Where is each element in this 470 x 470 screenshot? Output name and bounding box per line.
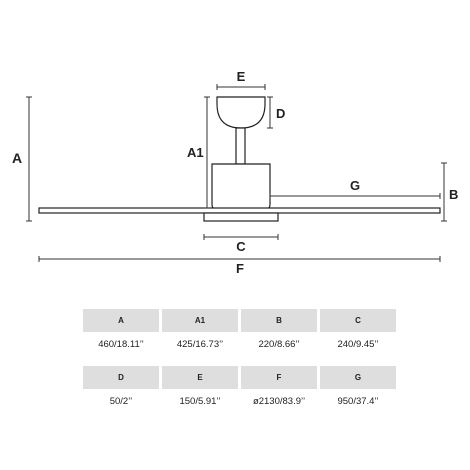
dimension-table: A A1 B C 460/18.11’’ 425/16.73’’ 220/8.6… [83,309,396,413]
table-value-cell: ø2130/83.9’’ [241,390,317,413]
label-g: G [350,178,360,193]
fan-blades [38,207,441,214]
table-header-row: D E F G [83,366,396,389]
fan-base-plate [203,212,279,222]
table-header-cell: E [162,366,238,389]
table-header-cell: A1 [162,309,238,332]
table-value-cell: 150/5.91’’ [162,390,238,413]
table-header-cell: G [320,366,396,389]
label-a1: A1 [187,145,204,160]
table-header-cell: F [241,366,317,389]
table-header-row: A A1 B C [83,309,396,332]
table-value-cell: 50/2’’ [83,390,159,413]
fan-motor-housing [211,163,271,211]
label-a: A [12,150,22,166]
table-header-cell: C [320,309,396,332]
table-value-row: 460/18.11’’ 425/16.73’’ 220/8.66’’ 240/9… [83,333,396,356]
label-c: C [236,239,246,254]
fan-downrod [235,127,246,165]
fan-dimension-diagram: E D A1 A G B C F [12,69,458,276]
table-value-cell: 220/8.66’’ [241,333,317,356]
label-f: F [236,261,244,276]
table-value-cell: 950/37.4’’ [320,390,396,413]
table-value-cell: 460/18.11’’ [83,333,159,356]
table-value-cell: 240/9.45’’ [320,333,396,356]
table-value-row: 50/2’’ 150/5.91’’ ø2130/83.9’’ 950/37.4’… [83,390,396,413]
label-e: E [237,69,246,84]
table-header-cell: D [83,366,159,389]
table-header-cell: A [83,309,159,332]
label-d: D [276,106,285,121]
table-header-cell: B [241,309,317,332]
fan-canopy [216,96,266,129]
table-value-cell: 425/16.73’’ [162,333,238,356]
label-b: B [449,187,458,202]
